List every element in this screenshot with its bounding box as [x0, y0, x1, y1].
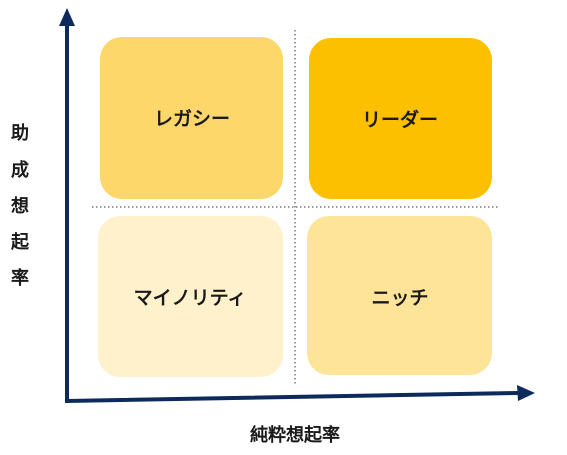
y-axis-label-char: 成: [11, 159, 29, 181]
y-axis-label-char: 想: [11, 195, 29, 217]
quadrant-minority-label: マイノリティ: [134, 287, 247, 309]
x-axis-line: [64, 390, 521, 404]
x-axis-arrowhead: [517, 385, 535, 401]
y-axis-label-char: 助: [11, 122, 29, 144]
quadrant-niche-label: ニッチ: [371, 287, 428, 309]
x-axis-label: 純粋想起率: [250, 424, 340, 446]
quadrant-minority-box: [98, 216, 283, 377]
y-axis-label-char: 率: [11, 267, 29, 289]
quadrant-legacy-label: レガシー: [154, 108, 230, 130]
quadrant-leader-box: [309, 38, 492, 199]
quadrant-niche-box: [307, 216, 492, 375]
y-axis-label-char: 起: [10, 231, 30, 253]
quadrant-leader-label: リーダー: [362, 108, 438, 131]
y-axis-arrowhead: [59, 8, 75, 26]
quadrant-legacy-box: [100, 37, 283, 199]
